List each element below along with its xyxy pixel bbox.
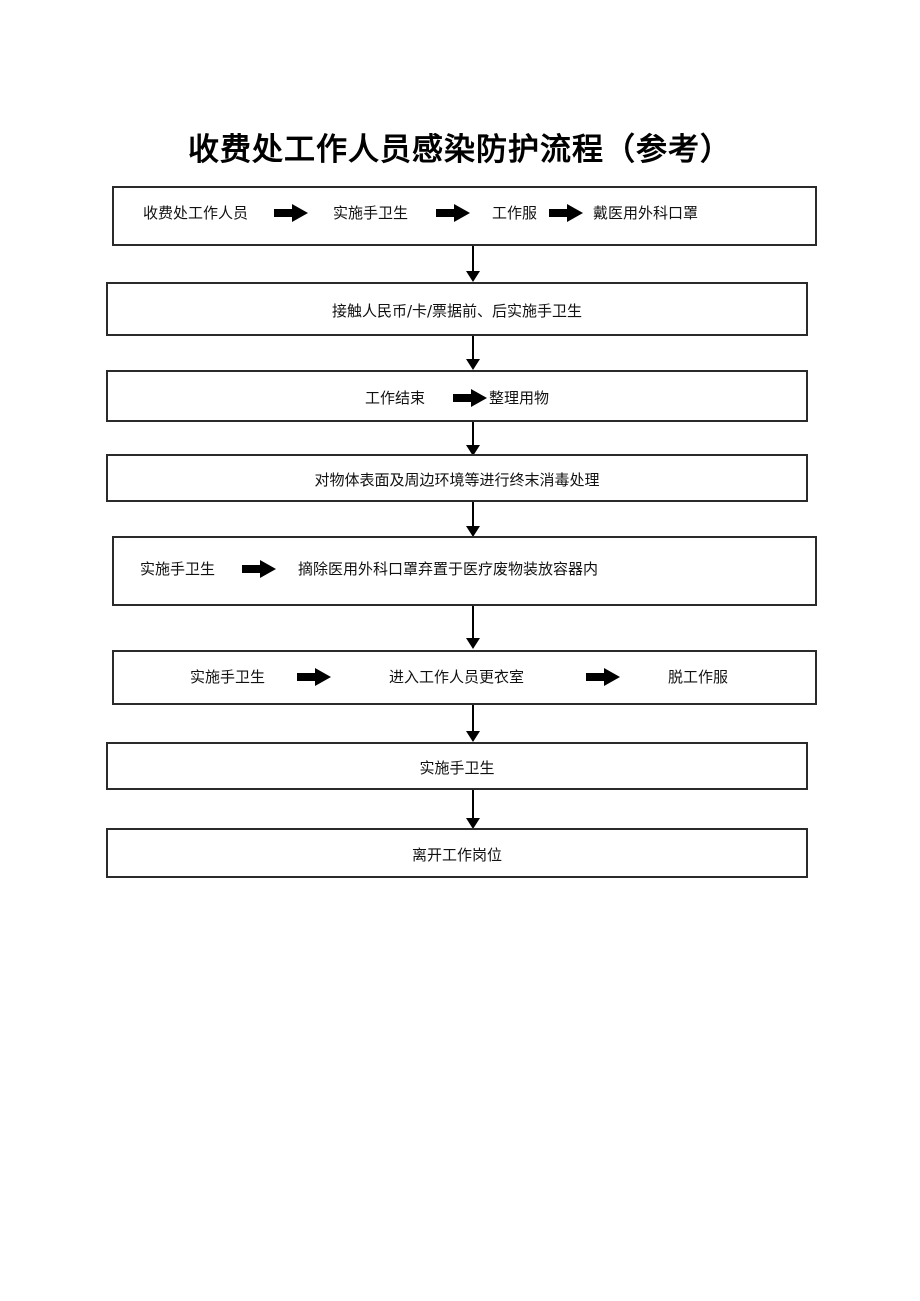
flow-box-step-6: 实施手卫生 进入工作人员更衣室 脱工作服 bbox=[112, 650, 817, 705]
step-3-segment-1: 工作结束 bbox=[364, 389, 425, 407]
step-1-segment-1: 收费处工作人员 bbox=[143, 204, 249, 222]
arrow-down-icon-4 bbox=[466, 502, 480, 538]
arrow-down-icon-3 bbox=[466, 422, 480, 456]
step-2-segment-1: 接触人民币/卡/票据前、后实施手卫生 bbox=[331, 302, 583, 320]
arrow-down-icon-6 bbox=[466, 705, 480, 743]
step-8-segment-1: 离开工作岗位 bbox=[411, 846, 502, 864]
flow-box-step-2: 接触人民币/卡/票据前、后实施手卫生 bbox=[106, 282, 808, 336]
flow-box-step-8: 离开工作岗位 bbox=[106, 828, 808, 878]
arrow-down-icon-5 bbox=[466, 606, 480, 650]
arrow-down-icon-2 bbox=[466, 336, 480, 370]
step-1-segment-3: 工作服 bbox=[492, 204, 538, 222]
step-5-segment-1: 实施手卫生 bbox=[140, 560, 216, 578]
flow-box-step-8-content: 离开工作岗位 bbox=[108, 842, 806, 868]
page-title: 收费处工作人员感染防护流程（参考） bbox=[188, 132, 732, 168]
step-4-segment-1: 对物体表面及周边环境等进行终末消毒处理 bbox=[314, 471, 600, 489]
step-6-segment-3: 脱工作服 bbox=[668, 668, 729, 686]
flow-box-step-3-content: 工作结束 整理用物 bbox=[108, 385, 806, 411]
step-1-segment-2: 实施手卫生 bbox=[333, 204, 409, 222]
step-6-segment-1: 实施手卫生 bbox=[190, 668, 266, 686]
arrow-right-icon bbox=[586, 668, 621, 686]
arrow-down-icon-1 bbox=[466, 246, 480, 282]
flow-box-step-5: 实施手卫生 摘除医用外科口罩弃置于医疗废物装放容器内 bbox=[112, 536, 817, 606]
flow-box-step-2-content: 接触人民币/卡/票据前、后实施手卫生 bbox=[108, 298, 806, 324]
flow-box-step-1: 收费处工作人员 实施手卫生 工作服 戴医用外科口罩 bbox=[112, 186, 817, 246]
arrow-right-icon bbox=[549, 204, 584, 222]
step-1-segment-4: 戴医用外科口罩 bbox=[593, 204, 699, 222]
arrow-right-icon bbox=[453, 389, 487, 407]
step-5-segment-2: 摘除医用外科口罩弃置于医疗废物装放容器内 bbox=[298, 560, 599, 578]
flow-box-step-1-content: 收费处工作人员 实施手卫生 工作服 戴医用外科口罩 bbox=[114, 200, 815, 226]
arrow-right-icon bbox=[242, 560, 277, 578]
step-6-segment-2: 进入工作人员更衣室 bbox=[389, 668, 525, 686]
arrow-right-icon bbox=[436, 204, 471, 222]
step-3-segment-2: 整理用物 bbox=[489, 389, 550, 407]
arrow-right-icon bbox=[274, 204, 309, 222]
flow-box-step-6-content: 实施手卫生 进入工作人员更衣室 脱工作服 bbox=[114, 664, 815, 690]
arrow-down-icon-7 bbox=[466, 790, 480, 830]
flow-box-step-4: 对物体表面及周边环境等进行终末消毒处理 bbox=[106, 454, 808, 502]
flow-box-step-7: 实施手卫生 bbox=[106, 742, 808, 790]
flow-box-step-5-content: 实施手卫生 摘除医用外科口罩弃置于医疗废物装放容器内 bbox=[114, 556, 815, 582]
step-7-segment-1: 实施手卫生 bbox=[419, 759, 495, 777]
flow-box-step-7-content: 实施手卫生 bbox=[108, 755, 806, 781]
flow-box-step-4-content: 对物体表面及周边环境等进行终末消毒处理 bbox=[108, 467, 806, 493]
arrow-right-icon bbox=[297, 668, 332, 686]
flow-box-step-3: 工作结束 整理用物 bbox=[106, 370, 808, 422]
